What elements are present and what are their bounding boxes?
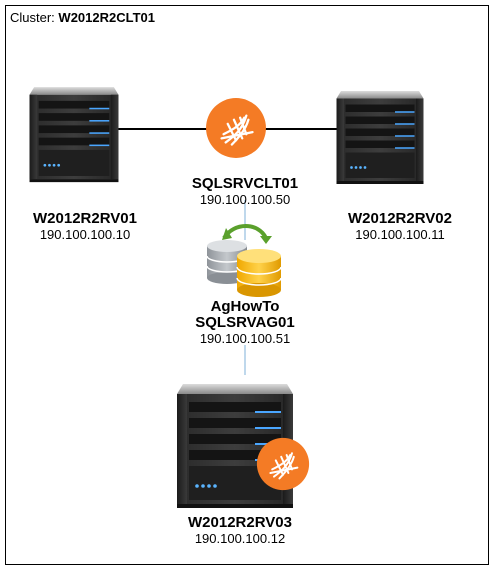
server1-ip: 190.100.100.10	[39, 227, 131, 242]
server2-label: W2012R2RV02 190.100.100.11	[330, 210, 470, 243]
cluster-prefix: Cluster:	[10, 10, 55, 25]
cluster-title: Cluster: W2012R2CLT01	[10, 10, 155, 25]
ag-name: AgHowTo	[210, 298, 280, 315]
server2-ip: 190.100.100.11	[355, 227, 445, 242]
server-icon	[29, 87, 119, 183]
server3-label: W2012R2RV03 190.100.100.12	[170, 514, 310, 547]
cluster-service-name: SQLSRVCLT01	[191, 175, 299, 192]
ag-listener: SQLSRVAG01	[195, 314, 295, 331]
ag-label: AgHowTo SQLSRVAG01 190.100.100.51	[175, 298, 315, 347]
cluster-service-label: SQLSRVCLT01 190.100.100.50	[185, 175, 305, 208]
server3-name: W2012R2RV03	[188, 514, 292, 531]
sql-server-icon	[256, 437, 310, 491]
server1-name: W2012R2RV01	[33, 210, 137, 227]
server3-ip: 190.100.100.12	[194, 531, 286, 546]
server1-label: W2012R2RV01 190.100.100.10	[15, 210, 155, 243]
server-icon	[336, 91, 424, 184]
ag-ip: 190.100.100.51	[199, 331, 291, 346]
cluster-service-ip: 190.100.100.50	[199, 192, 291, 207]
server2-name: W2012R2RV02	[348, 210, 452, 227]
cluster-frame	[5, 5, 489, 565]
database-sync-icon	[206, 224, 282, 297]
sql-server-icon	[205, 97, 267, 159]
cluster-name: W2012R2CLT01	[58, 10, 155, 25]
